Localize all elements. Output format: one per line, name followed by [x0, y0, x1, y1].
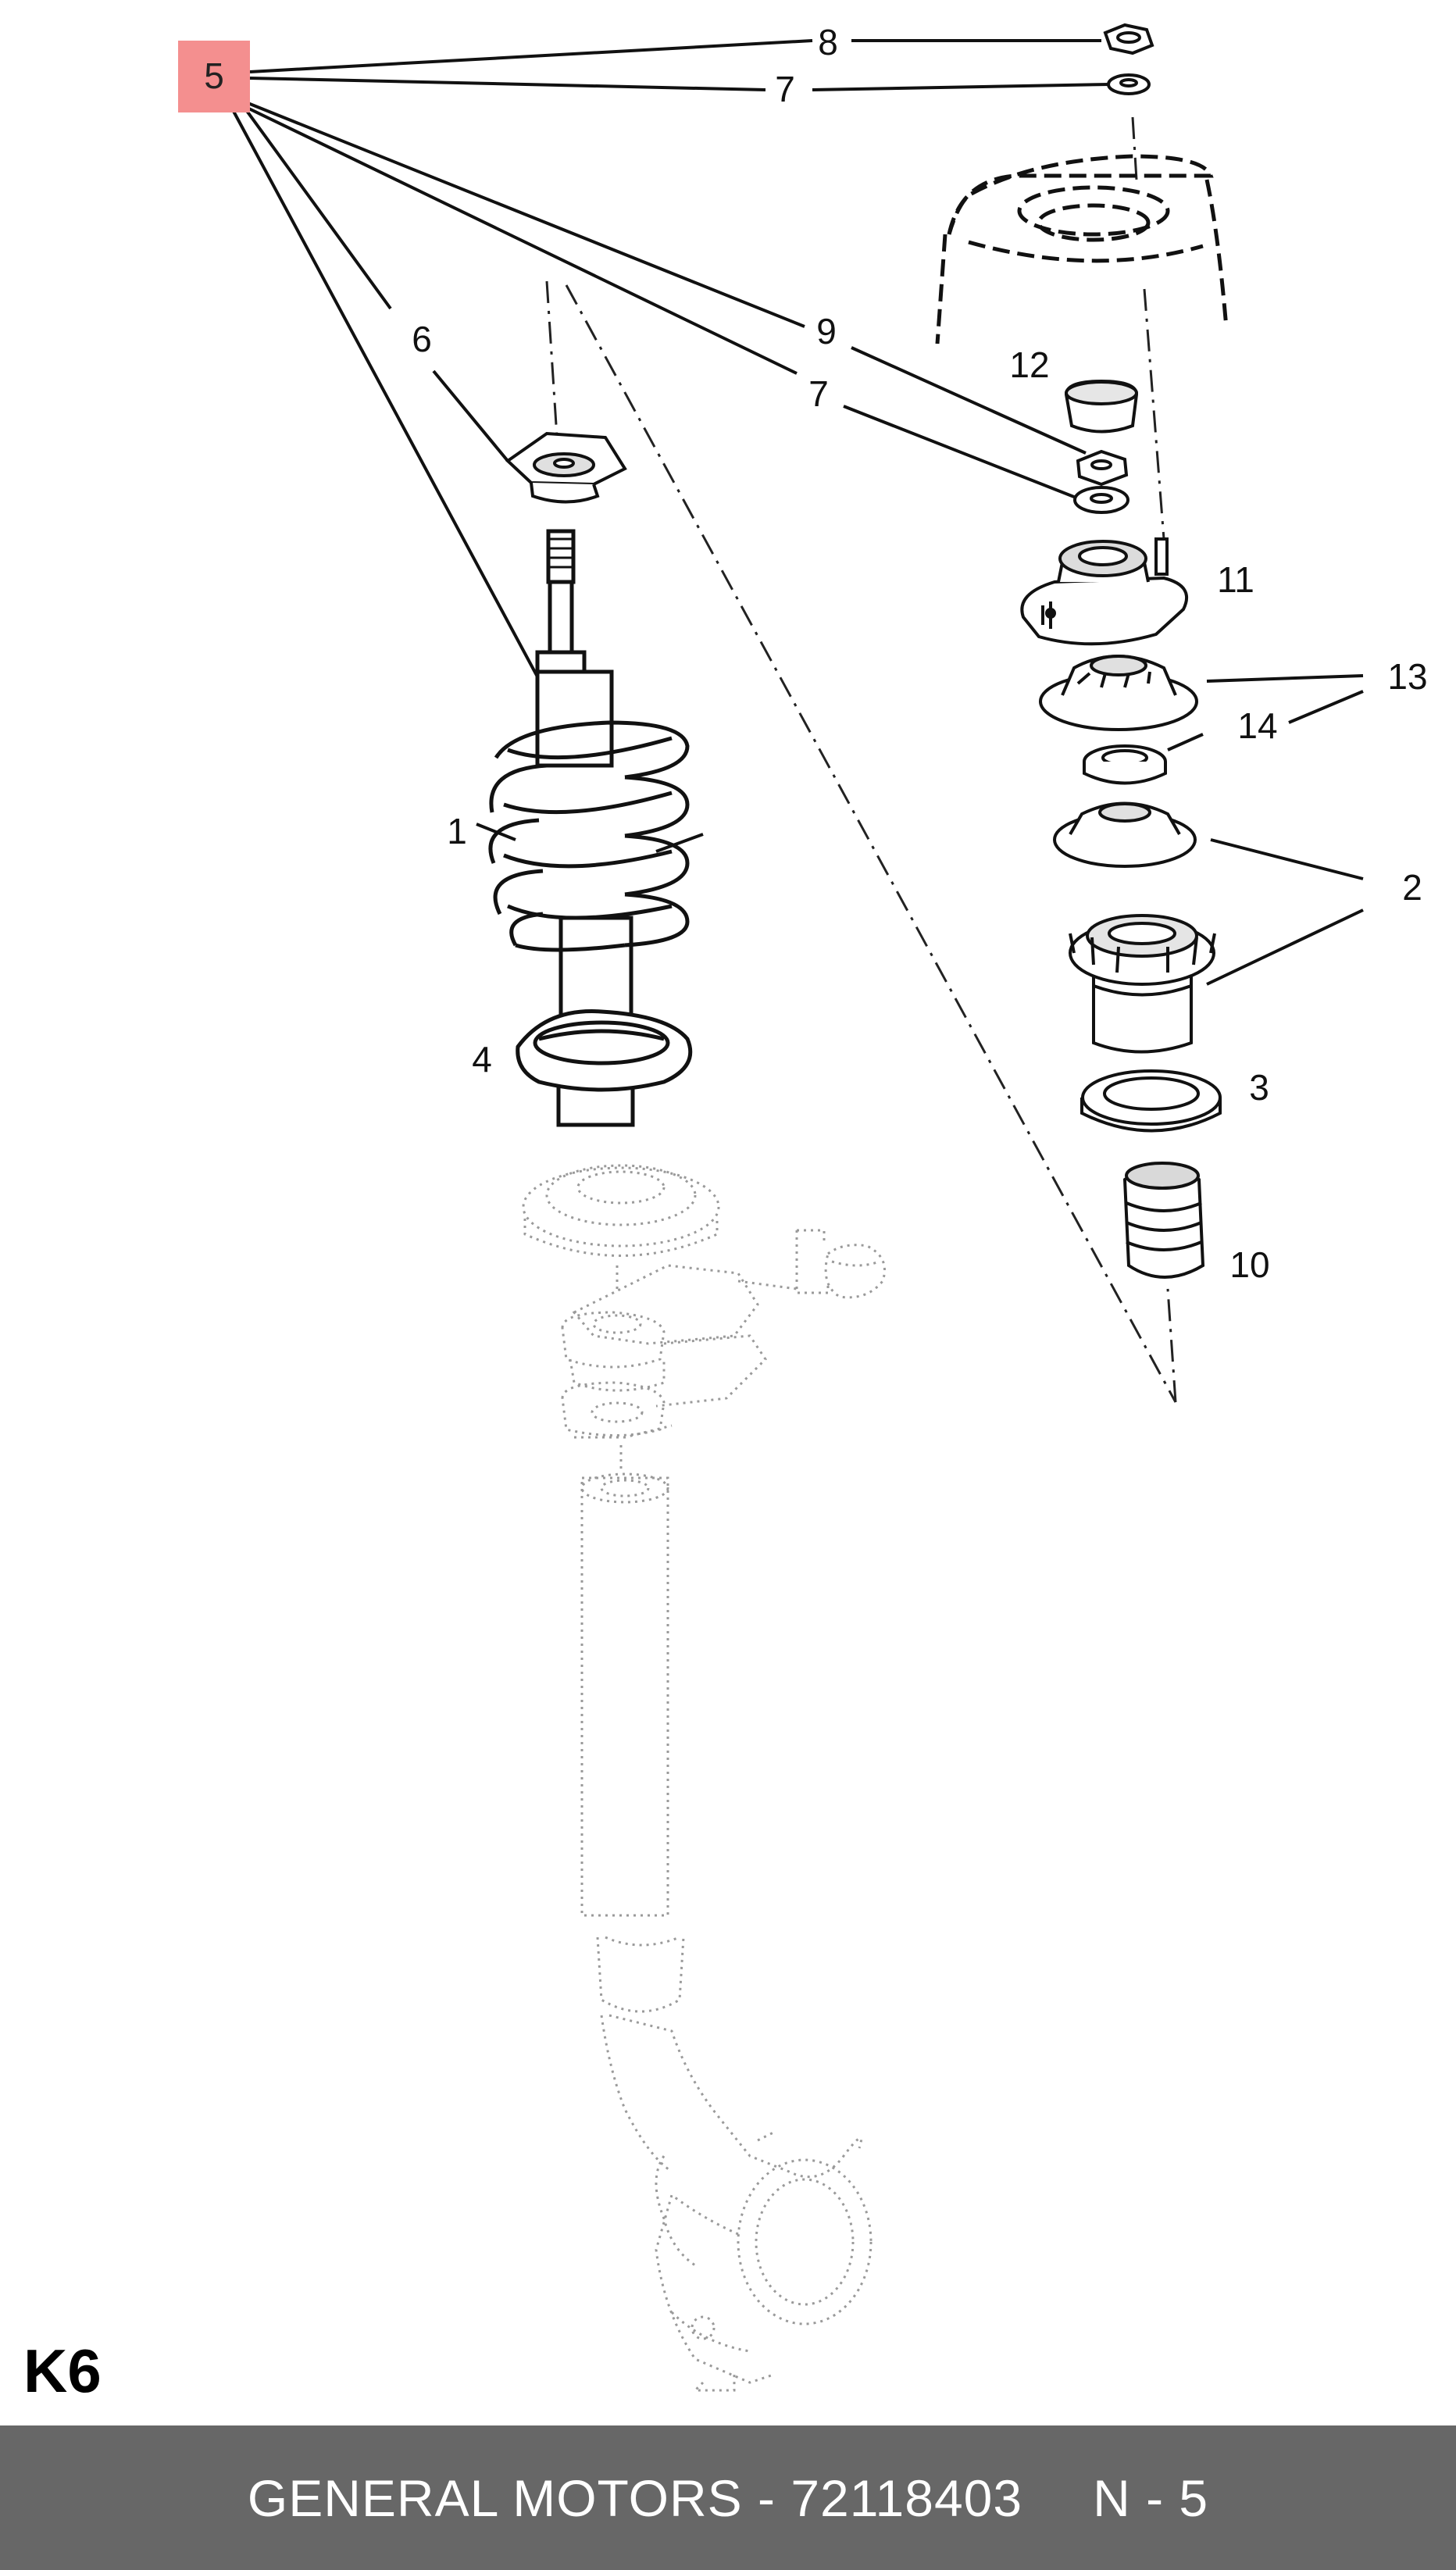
callout-6: 6 — [412, 319, 432, 359]
ring-part-14 — [1083, 744, 1167, 785]
construction-lines — [545, 116, 1177, 1403]
callout-4: 4 — [472, 1039, 492, 1080]
shock-absorber — [516, 529, 693, 1127]
washer-part-7-mid — [1073, 486, 1129, 514]
callout-labels: 8 7 6 9 7 12 11 13 14 1 2 4 3 10 — [412, 22, 1427, 1285]
cap-part-12 — [1064, 379, 1139, 434]
bearing-part-3 — [1080, 1069, 1222, 1133]
washer-part-7-top — [1107, 73, 1151, 95]
section-code: K6 — [23, 2336, 102, 2405]
callout-3: 3 — [1249, 1067, 1269, 1108]
strut-mount-part-11 — [1020, 537, 1188, 646]
footer-part-info: GENERAL MOTORS - 72118403 — [247, 2468, 1023, 2527]
callout-11: 11 — [1217, 559, 1254, 600]
callout-8: 8 — [818, 22, 838, 62]
ghost-lower-assembly — [522, 1164, 886, 2392]
bearing-plate-part-13 — [1039, 655, 1198, 731]
leader-lines — [229, 39, 1364, 986]
top-plate-part-6 — [505, 431, 627, 504]
spring-seat-part-2-lower — [1069, 914, 1216, 1054]
footer-bar: GENERAL MOTORS - 72118403 N - 5 — [0, 2425, 1456, 2570]
callout-7-mid: 7 — [808, 373, 829, 414]
strut-tower-cover — [935, 154, 1229, 344]
coil-spring-part-1 — [488, 720, 690, 952]
callout-2: 2 — [1402, 867, 1422, 908]
spring-seat-part-2-upper — [1053, 801, 1197, 868]
nut-part-8 — [1103, 23, 1154, 55]
callout-5-highlight — [178, 41, 250, 112]
callout-5: 5 — [204, 55, 224, 96]
callout-14: 14 — [1237, 705, 1277, 746]
callout-1: 1 — [447, 811, 467, 851]
callout-12: 12 — [1009, 344, 1049, 385]
nut-part-9 — [1076, 449, 1129, 487]
callout-7-top: 7 — [775, 69, 795, 109]
footer-position: N - 5 — [1093, 2468, 1209, 2527]
bump-stop-part-10 — [1122, 1162, 1205, 1279]
callout-13: 13 — [1387, 656, 1427, 697]
callout-10: 10 — [1229, 1244, 1269, 1285]
callout-9: 9 — [816, 311, 837, 352]
footer-text: GENERAL MOTORS - 72118403 N - 5 — [248, 2468, 1208, 2528]
